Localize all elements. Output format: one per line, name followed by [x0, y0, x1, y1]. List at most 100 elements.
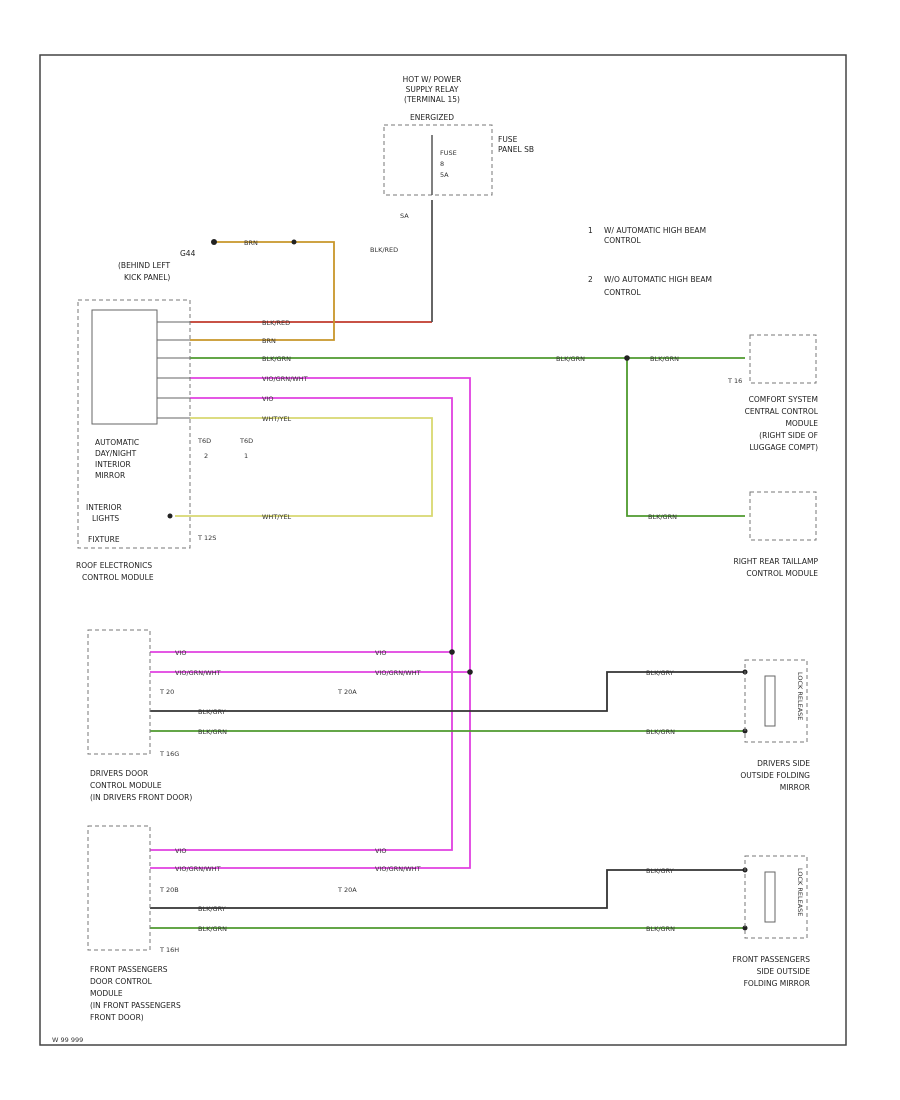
conn-t6d-b: T6D [239, 437, 253, 445]
fuse-panel-label-2: PANEL SB [498, 145, 534, 154]
relay-label-1: HOT W/ POWER [403, 75, 462, 84]
fuse-amperage: 5A [440, 171, 449, 179]
conn-t6d-a: T6D [197, 437, 211, 445]
wire-blkgrn-tail [626, 358, 745, 517]
conn-t20: T 20 [159, 688, 174, 696]
mirror-label-1: AUTOMATIC [95, 438, 139, 447]
conn-t6d-b-num: 1 [244, 452, 248, 460]
roof-module-box [77, 299, 191, 549]
note-2-num: 2 [588, 275, 593, 284]
conn-t20b: T 20B [159, 886, 179, 894]
comfort-module-box [749, 334, 817, 384]
conn-t16h: T 16H [159, 946, 179, 954]
mirror-label-2: DAY/NIGHT [95, 449, 137, 458]
wire-label-blkgrn-pass: BLK/GRN [198, 925, 227, 933]
relay-label-2: SUPPLY RELAY [406, 85, 459, 94]
roof-label-1: ROOF ELECTRONICS [76, 561, 152, 570]
roof-label-2: CONTROL MODULE [82, 573, 154, 582]
drv-door-label-1: DRIVERS DOOR [90, 769, 148, 778]
tail-label-2: CONTROL MODULE [746, 569, 818, 578]
passenger-mirror-motor [764, 871, 776, 923]
wire-label-blkgry-drv: BLK/GRY [198, 708, 226, 716]
drv-mirror-label-3: MIRROR [780, 783, 810, 792]
conn-t16g: T 16G [159, 750, 179, 758]
comfort-label-3: MODULE [785, 419, 818, 428]
drivers-mirror-motor [764, 675, 776, 727]
wire-label-blkgry-drv-r: BLK/GRY [646, 669, 674, 677]
pass-mirror-label-1: FRONT PASSENGERS [732, 955, 810, 964]
pass-mirror-side: LOCK RELEASE [796, 868, 804, 916]
drv-mirror-label-1: DRIVERS SIDE [757, 759, 810, 768]
wire-label-vio: VIO [262, 395, 273, 403]
wire-label-blkgry-pass: BLK/GRY [198, 905, 226, 913]
ground-loc-2: KICK PANEL) [124, 273, 170, 282]
wire-label-blkgrn-tail: BLK/GRN [648, 513, 677, 521]
roof-module-group: AUTOMATIC DAY/NIGHT INTERIOR MIRROR T6D … [76, 299, 308, 582]
relay-label-3: (TERMINAL 15) [404, 95, 460, 104]
ground-id: G44 [180, 249, 196, 258]
lights-label-3: FIXTURE [88, 535, 120, 544]
passenger-door-box [87, 825, 151, 951]
comfort-label-1: COMFORT SYSTEM [749, 395, 818, 404]
comfort-label-5: LUGGAGE COMPT) [750, 443, 819, 452]
conn-t20a-pass: T 20A [337, 886, 357, 894]
drv-door-label-2: CONTROL MODULE [90, 781, 162, 790]
wire-label-blkgrn: BLK/GRN [262, 355, 291, 363]
mirror-label-4: MIRROR [95, 471, 125, 480]
relay-label-4: ENERGIZED [410, 113, 454, 122]
diagram-frame [39, 54, 847, 1046]
wire-label-brn: BRN [262, 337, 276, 345]
pass-mirror-label-2: SIDE OUTSIDE [757, 967, 811, 976]
wire-label-viogrnwht-pass: VIO/GRN/WHT [175, 865, 221, 873]
comfort-label-4: (RIGHT SIDE OF [759, 431, 818, 440]
wire-label-viogrnwht-pass-r: VIO/GRN/WHT [375, 865, 421, 873]
pass-door-label-3: MODULE [90, 989, 123, 998]
comfort-label-2: CENTRAL CONTROL [745, 407, 819, 416]
taillamp-module-box [749, 491, 817, 541]
wire-label-sa: SA [400, 212, 409, 220]
lights-label-2: LIGHTS [92, 514, 119, 523]
wire-label-vio-pass-r: VIO [375, 847, 386, 855]
pass-door-label-2: DOOR CONTROL [90, 977, 153, 986]
note-2-line1: W/O AUTOMATIC HIGH BEAM [604, 275, 712, 284]
wire-label-blkred-vert: BLK/RED [370, 246, 398, 254]
wire-label-viogrnwht: VIO/GRN/WHT [262, 375, 308, 383]
passenger-mirror-box [744, 855, 808, 939]
taillamp-module-group: BLK/GRN RIGHT REAR TAILLAMP CONTROL MODU… [648, 491, 818, 578]
conn-t12s: T 12S [197, 534, 216, 542]
passenger-mirror-group: BLK/GRY BLK/GRN LOCK RELEASE FRONT PASSE… [646, 855, 811, 988]
note-1-line1: W/ AUTOMATIC HIGH BEAM [604, 226, 706, 235]
drivers-mirror-group: BLK/GRY BLK/GRN LOCK RELEASE DRIVERS SID… [646, 659, 810, 792]
ground-g44: G44 (BEHIND LEFT KICK PANEL) BRN [118, 239, 258, 282]
wire-blkgry-drv [150, 671, 745, 712]
notes: 1 W/ AUTOMATIC HIGH BEAM CONTROL 2 W/O A… [588, 226, 712, 297]
wire-label-vio-drv-r: VIO [375, 649, 386, 657]
wire-label-viogrnwht-drv: VIO/GRN/WHT [175, 669, 221, 677]
fuse-name: FUSE [440, 149, 457, 157]
ground-loc-1: (BEHIND LEFT [118, 261, 171, 270]
wire-label-brn-ground: BRN [244, 239, 258, 247]
wire-label-vio-pass: VIO [175, 847, 186, 855]
wire-vio [150, 397, 453, 851]
diagram-id: W 99 999 [52, 1036, 83, 1044]
drivers-mirror-box [744, 659, 808, 743]
wire-blkgry-pass [150, 869, 745, 909]
wire-label-blkgrn-right: BLK/GRN [556, 355, 585, 363]
wires [150, 200, 745, 929]
note-1-num: 1 [588, 226, 593, 235]
wire-label-blkgrn-comfort: BLK/GRN [650, 355, 679, 363]
pass-mirror-label-3: FOLDING MIRROR [744, 979, 810, 988]
note-2-line2: CONTROL [604, 288, 641, 297]
wire-label-viogrnwht-drv-r: VIO/GRN/WHT [375, 669, 421, 677]
fuse-number: 8 [440, 160, 444, 168]
wire-label-blkgrn-drv: BLK/GRN [198, 728, 227, 736]
tail-label-1: RIGHT REAR TAILLAMP [733, 557, 818, 566]
conn-t16: T 16 [727, 377, 742, 385]
fuse-panel-label-1: FUSE [498, 135, 518, 144]
fuse-panel-box [383, 124, 493, 196]
passenger-door-group: VIO VIO/GRN/WHT VIO VIO/GRN/WHT T 20B T … [87, 825, 421, 1022]
wire-viogrnwht [150, 377, 471, 869]
wire-label-blkgry-pass-r: BLK/GRY [646, 867, 674, 875]
splices [167, 239, 748, 931]
